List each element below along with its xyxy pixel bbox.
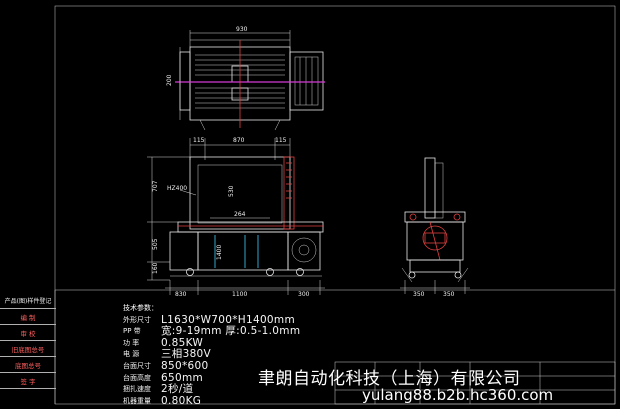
spec-row: 台面尺寸 850*600 <box>123 359 300 373</box>
wheel <box>186 268 194 276</box>
wheel <box>296 268 304 276</box>
spec-value: L1630*W700*H1400mm <box>161 313 295 326</box>
top-view: 930 200 <box>166 26 325 131</box>
side-reel <box>422 225 448 251</box>
spec-value: 850*600 <box>161 359 209 372</box>
watermark-company: 聿朗自动化科技（上海）有限公司 <box>258 369 521 389</box>
top-overall-dim: 930 <box>236 26 248 33</box>
title-block-row: 签 字 <box>0 373 56 389</box>
specs-heading: 技术参数： <box>123 304 158 312</box>
right-title-block <box>334 361 616 405</box>
title-block-header: 产品(图)样件登记 <box>0 293 56 309</box>
left-title-block: 产品(图)样件登记 编 制 审 校 旧底图总号 底图总号 签 字 <box>0 293 56 389</box>
tech-specs: 技术参数： 外形尺寸 L1630*W700*H1400mm PP 带 宽:9-19m… <box>123 303 300 407</box>
spec-label: 功 率 <box>123 338 140 347</box>
spec-row: 功 率 0.85KW <box>123 336 300 350</box>
side-arch <box>424 157 436 219</box>
spec-row: 机器重量 0.80KG <box>123 394 300 408</box>
spec-label: PP 带 <box>123 327 141 336</box>
title-block-row: 编 制 <box>0 309 56 325</box>
spec-row: PP 带 宽:9-19mm 厚:0.5-1.0mm <box>123 326 300 338</box>
spec-row: 电 源 三相380V <box>123 349 300 361</box>
watermark-url: yulang88.b2b.hc360.com <box>362 386 554 404</box>
spec-row: 台面高度 650mm <box>123 371 300 385</box>
front-part-label: HZ400 <box>167 185 187 192</box>
title-block-row: 审 校 <box>0 325 56 341</box>
spec-label: 外形尺寸 <box>123 315 151 324</box>
front-top-dim-right: 115 <box>275 137 287 144</box>
spec-label: 机器重量 <box>123 396 151 405</box>
title-block-row: 底图总号 <box>0 357 56 373</box>
spec-label: 电 源 <box>123 350 140 359</box>
spec-row: 捆扎速度 2秒/道 <box>123 384 300 396</box>
spec-value: 2秒/道 <box>161 383 194 396</box>
front-inner-dim-height: 530 <box>228 185 235 197</box>
side-view: 350 350 <box>400 157 470 298</box>
control-box <box>283 156 295 230</box>
title-block-row: 旧底图总号 <box>0 341 56 357</box>
spec-label: 捆扎速度 <box>123 385 151 394</box>
front-left-dim-top: 707 <box>152 180 159 192</box>
reel-housing <box>287 231 321 271</box>
spec-value: 650mm <box>161 371 203 384</box>
table-top <box>177 221 324 233</box>
front-left-dim-bottom: 160 <box>152 262 159 274</box>
machine-body <box>197 231 289 271</box>
spec-value: 宽:9-19mm 厚:0.5-1.0mm <box>161 325 301 338</box>
front-bottom-dim-left: 830 <box>175 291 187 298</box>
front-inner-dim-1400: 1400 <box>216 245 223 260</box>
front-view: 115 870 115 <box>147 137 325 298</box>
spec-row: 外形尺寸 L1630*W700*H1400mm <box>123 313 300 327</box>
front-top-dim-left: 115 <box>193 137 205 144</box>
spec-value: 0.85KW <box>161 336 204 349</box>
spec-label: 台面高度 <box>123 373 151 382</box>
spec-value: 0.80KG <box>161 394 202 407</box>
spec-value: 三相380V <box>161 348 212 361</box>
spec-label: 台面尺寸 <box>123 361 151 370</box>
front-top-dim-mid: 870 <box>233 137 245 144</box>
front-left-dim-mid: 505 <box>152 238 159 250</box>
top-left-dim: 200 <box>166 74 173 86</box>
wheel <box>266 268 274 276</box>
side-bottom-dim-right: 350 <box>443 291 455 298</box>
top-motor-box <box>289 51 324 111</box>
front-bottom-dim-right: 300 <box>298 291 310 298</box>
front-inner-dim-width: 264 <box>234 211 246 218</box>
front-bottom-dim-mid: 1100 <box>232 291 247 298</box>
side-bottom-dim-left: 350 <box>413 291 425 298</box>
